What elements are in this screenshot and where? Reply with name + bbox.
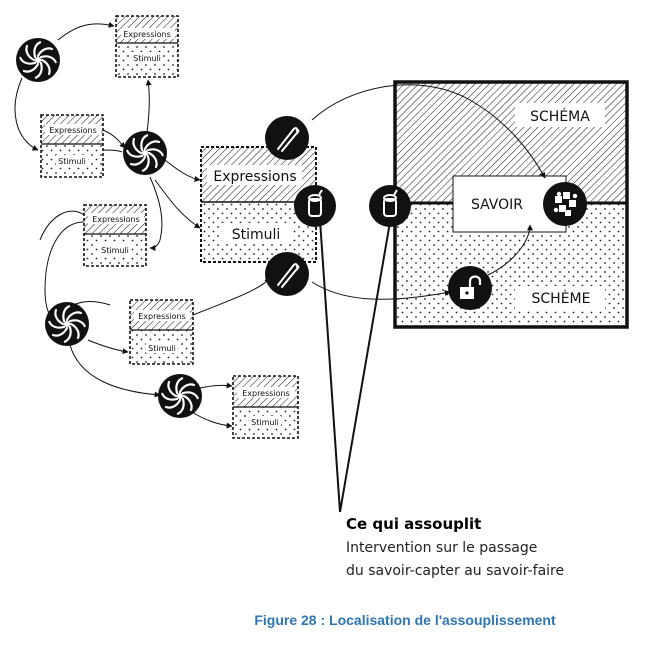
tongs-icon <box>265 252 309 296</box>
can-icon <box>294 185 336 227</box>
big-box-stimuli-label: Stimuli <box>232 227 281 243</box>
annotation-line-2: du savoir-capter au savoir-faire <box>346 563 565 579</box>
annotation-pointer-lines <box>319 219 391 513</box>
big-expressions-stimuli-box: Expressions Stimuli <box>200 146 317 263</box>
unlocked-padlock-icon <box>448 266 492 310</box>
small-box-1: Expressions Stimuli <box>115 15 179 78</box>
small-box-5-stimuli-label: Stimuli <box>251 418 279 427</box>
schema-label: SCHÉMA <box>530 108 590 125</box>
tongs-icon <box>265 116 309 160</box>
small-box-1-stimuli-label: Stimuli <box>133 54 161 63</box>
small-box-2-expressions-label: Expressions <box>49 126 97 135</box>
annotation-line-1: Intervention sur le passage <box>346 540 538 556</box>
puzzle-icon <box>543 182 587 226</box>
small-box-3: Expressions Stimuli <box>83 204 147 267</box>
swirl-icon <box>121 129 169 177</box>
schema-scheme-square: SCHÉMA SCHÈME SAVOIR <box>393 80 629 329</box>
small-box-1-expressions-label: Expressions <box>123 30 171 39</box>
small-box-4-expressions-label: Expressions <box>138 312 186 321</box>
scheme-label: SCHÈME <box>532 290 591 307</box>
small-box-4: Expressions Stimuli <box>129 299 194 365</box>
swirl-icon <box>14 36 62 84</box>
savoir-label: SAVOIR <box>471 197 523 213</box>
annotation-title: Ce qui assouplit <box>346 515 482 533</box>
small-box-3-stimuli-label: Stimuli <box>101 246 129 255</box>
small-box-2-stimuli-label: Stimuli <box>58 157 86 166</box>
swirl-icon <box>43 300 91 348</box>
small-box-5: Expressions Stimuli <box>232 375 299 439</box>
connector-arrows <box>14 21 546 429</box>
small-box-4-stimuli-label: Stimuli <box>148 344 176 353</box>
small-box-5-expressions-label: Expressions <box>242 389 290 398</box>
big-box-expressions-label: Expressions <box>213 169 296 185</box>
small-box-3-expressions-label: Expressions <box>92 215 140 224</box>
swirl-icon <box>156 372 204 420</box>
small-box-2: Expressions Stimuli <box>40 114 104 178</box>
can-icon <box>369 185 411 227</box>
figure-caption: Figure 28 : Localisation de l'assoupliss… <box>254 612 556 628</box>
